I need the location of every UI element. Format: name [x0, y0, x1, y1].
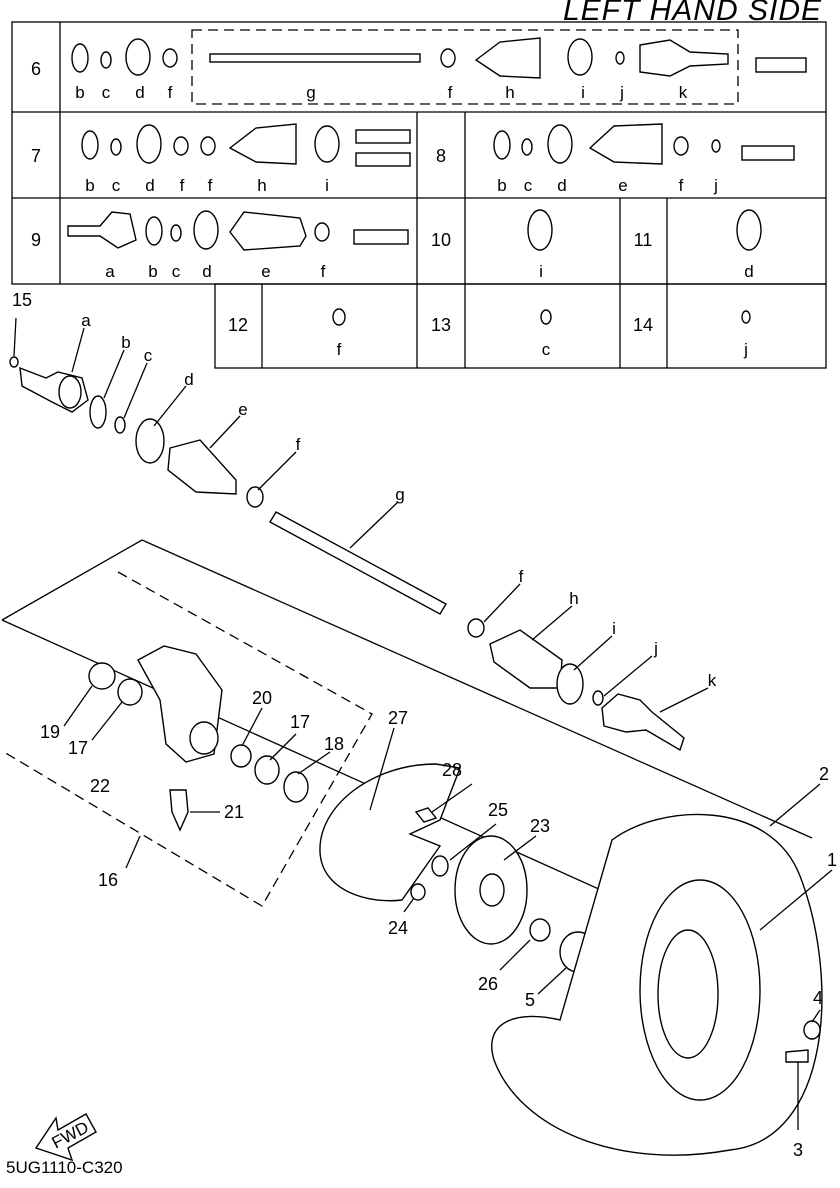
- callout-number: 2: [819, 764, 829, 784]
- exploded-view: FWD: [1, 317, 833, 1162]
- kit-row-11-letter: d: [744, 262, 753, 281]
- callout-letter: d: [184, 370, 193, 389]
- callout-number: 24: [388, 918, 408, 938]
- kit-row-7-letter: h: [257, 176, 266, 195]
- callout-letter: i: [612, 619, 616, 638]
- kit-row-9-letter: e: [261, 262, 270, 281]
- kit-row-11-number: 11: [634, 230, 653, 250]
- callout-letter: g: [395, 485, 404, 504]
- kit-row-8-letter: f: [679, 176, 684, 195]
- kit-row-7-letter: c: [112, 176, 121, 195]
- kit-row-6-parts: [71, 37, 807, 79]
- kit-row-9-letter: b: [148, 262, 157, 281]
- kit-row-6-letter: j: [619, 83, 624, 102]
- kit-row-12-letter: f: [337, 340, 342, 359]
- kit-row-10-letter: i: [539, 262, 543, 281]
- callout-letter: j: [653, 639, 658, 658]
- kit-row-6-number: 6: [31, 59, 41, 79]
- kit-row-9-letter: d: [202, 262, 211, 281]
- kit-row-6-letter: f: [448, 83, 453, 102]
- callout-number: 15: [12, 290, 32, 310]
- callout-number: 27: [388, 708, 408, 728]
- kit-row-7-letter: f: [180, 176, 185, 195]
- kit-row-14-number: 14: [633, 315, 653, 335]
- callout-letter: k: [708, 671, 717, 690]
- kit-row-12-number: 12: [228, 315, 248, 335]
- kit-row-14-letter: j: [743, 340, 748, 359]
- callout-number: 17: [68, 738, 88, 758]
- callout-number: 1: [827, 850, 837, 870]
- callout-number: 16: [98, 870, 118, 890]
- callout-number: 22: [90, 776, 110, 796]
- callout-letter: b: [121, 333, 130, 352]
- kit-row-8-letter: d: [557, 176, 566, 195]
- callout-letter: f: [296, 435, 301, 454]
- kit-row-11-part: [736, 209, 762, 251]
- callout-letter: e: [238, 400, 247, 419]
- callout-letter: a: [81, 311, 91, 330]
- callout-number: 18: [324, 734, 344, 754]
- kit-row-7-parts: [81, 123, 411, 167]
- kit-row-9-number: 9: [31, 230, 41, 250]
- kit-row-6-letter: f: [168, 83, 173, 102]
- kit-row-6-letter: d: [135, 83, 144, 102]
- callout-number: 19: [40, 722, 60, 742]
- callout-number: 25: [488, 800, 508, 820]
- callout-number: 20: [252, 688, 272, 708]
- kit-row-8-number: 8: [436, 146, 446, 166]
- kit-row-7-letter: f: [208, 176, 213, 195]
- callout-number: 26: [478, 974, 498, 994]
- kit-row-9-parts: [67, 210, 409, 251]
- callout-letter: h: [569, 589, 578, 608]
- kit-row-6-letter: h: [505, 83, 514, 102]
- kit-row-7-letter: b: [85, 176, 94, 195]
- kit-row-10-part: [527, 209, 553, 251]
- kit-row-8-letter: e: [618, 176, 627, 195]
- kit-row-8-parts: [493, 123, 795, 165]
- callout-letter: c: [144, 346, 153, 365]
- kit-row-8-letter: j: [713, 176, 718, 195]
- kit-table: 6 7 8 9 10 11 12 13 14 b c d f g f h i: [11, 21, 827, 369]
- kit-row-6-letter: k: [679, 83, 688, 102]
- kit-row-10-number: 10: [431, 230, 451, 250]
- callout-number: 3: [793, 1140, 803, 1160]
- kit-row-13-part: [540, 309, 552, 325]
- kit-row-7-letter: d: [145, 176, 154, 195]
- kit-row-8-letter: b: [497, 176, 506, 195]
- kit-row-8-letter: c: [524, 176, 533, 195]
- kit-row-14-part: [741, 310, 751, 324]
- kit-row-7-letter: i: [325, 176, 329, 195]
- kit-row-13-letter: c: [542, 340, 551, 359]
- kit-row-12-part: [332, 308, 346, 326]
- kit-row-13-number: 13: [431, 315, 451, 335]
- kit-row-9-letter: f: [321, 262, 326, 281]
- kit-row-6-letter: i: [581, 83, 585, 102]
- kit-row-6-letter: g: [306, 83, 315, 102]
- callout-number: 21: [224, 802, 244, 822]
- fwd-arrow-icon: FWD: [34, 1113, 97, 1162]
- callout-letter: f: [519, 567, 524, 586]
- kit-row-9-letter: a: [105, 262, 115, 281]
- callout-number: 28: [442, 760, 462, 780]
- callout-number: 5: [525, 990, 535, 1010]
- diagram-code: 5UG1110-C320: [6, 1158, 123, 1177]
- callout-number: 17: [290, 712, 310, 732]
- callout-number: 4: [813, 988, 823, 1008]
- kit-row-6-letter: b: [75, 83, 84, 102]
- kit-row-6-letter: c: [102, 83, 111, 102]
- kit-row-9-letter: c: [172, 262, 181, 281]
- callout-number: 23: [530, 816, 550, 836]
- kit-row-7-number: 7: [31, 146, 41, 166]
